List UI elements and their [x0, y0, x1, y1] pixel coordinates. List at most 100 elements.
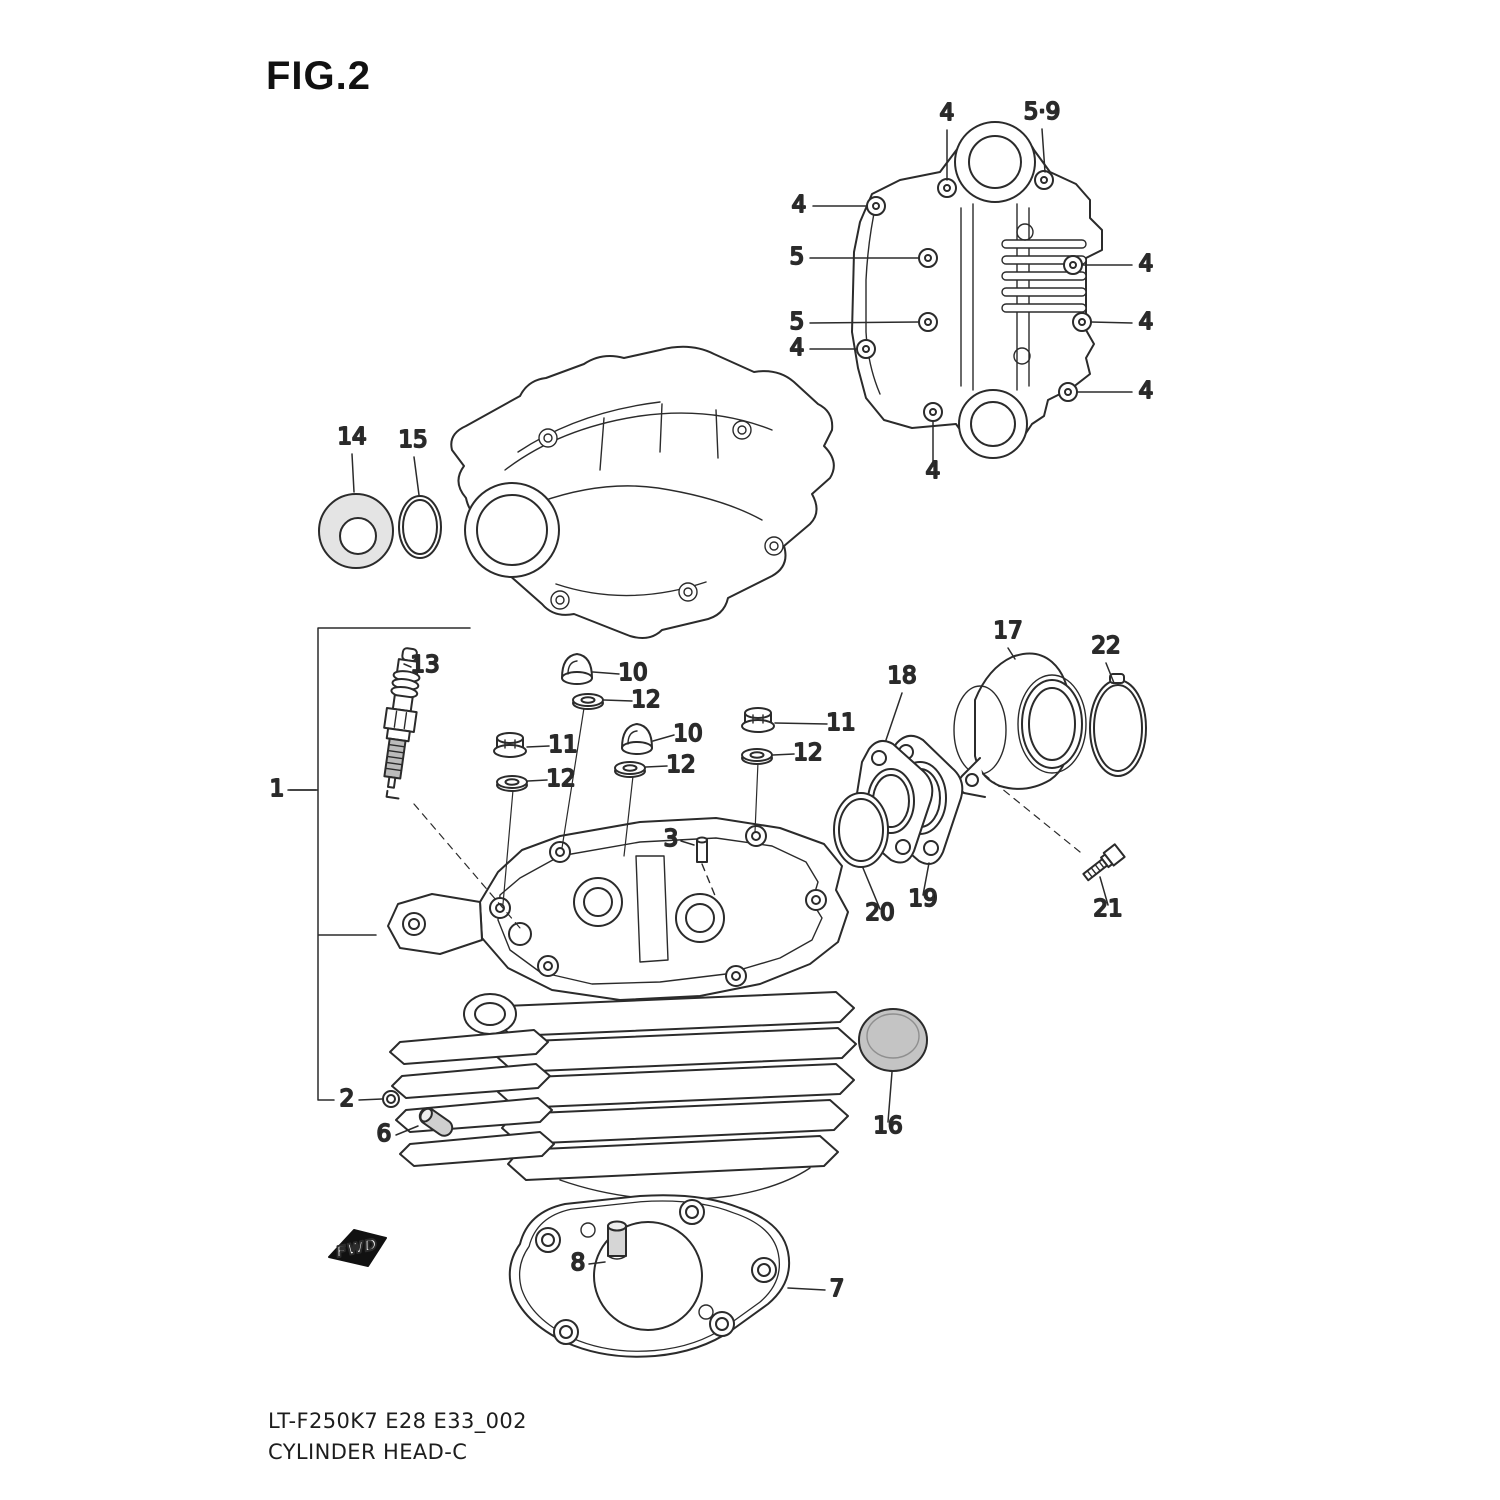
- callout-4-8: 4: [1139, 378, 1154, 404]
- callout-6-31: 6: [377, 1121, 392, 1147]
- callout-22-25: 22: [1091, 633, 1120, 659]
- callout-5-5: 5: [790, 309, 805, 335]
- callout-17-24: 17: [993, 618, 1022, 644]
- leader-line-5·9-1: [1041, 128, 1046, 173]
- callout-8-32: 8: [571, 1250, 586, 1276]
- callout-19-27: 19: [908, 886, 937, 912]
- part-code: LT-F250K7 E28 E33_002: [268, 1409, 527, 1433]
- cam-bore-top: [954, 121, 1036, 203]
- callout-5-3: 5: [790, 244, 805, 270]
- cover-port: [464, 482, 560, 578]
- washer-12c: [496, 775, 528, 792]
- head-gasket-7: [508, 1194, 790, 1358]
- callout-10-14: 10: [618, 660, 647, 686]
- leader-line-10-16: [652, 734, 675, 742]
- leader-line-11-18: [526, 745, 550, 748]
- leader-line-19-27: [922, 862, 930, 896]
- cylinder-head-body: [387, 817, 857, 1201]
- figure-name: CYLINDER HEAD-C: [268, 1440, 468, 1464]
- callout-12-19: 12: [546, 766, 575, 792]
- spark-plug-boss: [508, 922, 532, 946]
- intake-pipe-17: [953, 652, 1087, 798]
- callout-2-30: 2: [340, 1086, 355, 1112]
- o-ring-15: [398, 495, 442, 559]
- callout-4-2: 4: [792, 192, 807, 218]
- leader-line-12-17: [645, 765, 668, 768]
- assembly-bracket: [289, 627, 471, 1101]
- leader-line-12-21: [772, 753, 795, 756]
- leader-line-21-28: [1099, 876, 1109, 906]
- leader-line-6-31: [395, 1125, 419, 1136]
- callout-21-28: 21: [1093, 896, 1122, 922]
- leader-line-15-11: [413, 456, 420, 496]
- cap-ring-14: [318, 493, 394, 569]
- callout-4-9: 4: [926, 458, 941, 484]
- o-ring-2: [382, 1090, 400, 1108]
- callout-20-26: 20: [865, 900, 894, 926]
- leader-line-2-30: [358, 1098, 383, 1101]
- fwd-marker: FWD: [328, 1229, 387, 1267]
- cover-bolt-bosses: [538, 420, 784, 610]
- leader-line-12-15: [603, 699, 633, 702]
- flange-nut-11a: [493, 732, 527, 758]
- leader-line-20-26: [862, 867, 881, 910]
- bolt-guide-line: [984, 774, 1081, 853]
- spark-plug-13: [383, 647, 421, 800]
- leader-line-13-12: [403, 663, 412, 668]
- callout-11-20: 11: [826, 710, 855, 736]
- callout-4-7: 4: [790, 335, 805, 361]
- gasket-bore: [593, 1221, 703, 1331]
- leader-line-7-33: [787, 1287, 826, 1291]
- cap-nut-10b: [621, 723, 653, 755]
- callout-18-23: 18: [887, 663, 916, 689]
- callout-4-6: 4: [1139, 309, 1154, 335]
- head-bolt-holes: [489, 825, 827, 987]
- front-port: [463, 993, 517, 1035]
- cap-nut-10a: [561, 653, 593, 685]
- callout-7-33: 7: [830, 1276, 845, 1302]
- bolt-21: [1082, 843, 1126, 882]
- footer: LT-F250K7 E28 E33_002 CYLINDER HEAD-C: [268, 1406, 527, 1468]
- callout-1-13: 1: [270, 776, 285, 802]
- o-ring-20: [833, 792, 889, 868]
- washer-12b: [614, 761, 646, 778]
- leader-line-10-14: [592, 671, 620, 675]
- cylinder-head-top-view: [851, 121, 1103, 459]
- washer-12d: [741, 748, 773, 765]
- callout-15-11: 15: [398, 427, 427, 453]
- flange-nut-11b: [741, 707, 775, 733]
- callout-13-12: 13: [410, 652, 439, 678]
- callout-12-17: 12: [666, 752, 695, 778]
- cooling-fins-left: [389, 1029, 555, 1167]
- leader-line-3-22: [680, 840, 695, 846]
- callout-10-16: 10: [673, 721, 702, 747]
- leader-line-16-29: [887, 1071, 893, 1123]
- leader-line-12-19: [527, 779, 548, 782]
- callout-14-10: 14: [337, 424, 366, 450]
- stud-3: [696, 836, 717, 899]
- cooling-fins-right: [493, 991, 857, 1181]
- clamp-ring-22: [1089, 673, 1147, 777]
- leader-line-4-6: [1090, 321, 1133, 324]
- callout-16-29: 16: [873, 1113, 902, 1139]
- leader-line-17-24: [1007, 647, 1016, 660]
- leader-line-8-32: [588, 1261, 606, 1265]
- callout-5·9-1: 5·9: [1024, 99, 1061, 125]
- callout-11-18: 11: [548, 732, 577, 758]
- valve-cover: [450, 345, 835, 639]
- plug-cap-16: [858, 1008, 928, 1072]
- leader-line-5-5: [809, 321, 920, 324]
- callout-12-15: 12: [631, 687, 660, 713]
- spark-plug-guide-line: [413, 803, 521, 929]
- gasket-bolt-holes: [535, 1199, 777, 1345]
- washer-12a: [572, 693, 604, 710]
- callout-12-21: 12: [793, 740, 822, 766]
- leader-line-14-10: [351, 453, 355, 493]
- cam-bore-bottom: [958, 389, 1028, 459]
- leader-line-18-23: [885, 692, 903, 741]
- callout-3-22: 3: [664, 826, 679, 852]
- leader-line-11-20: [774, 722, 828, 725]
- leader-line-22-25: [1105, 662, 1115, 684]
- head-left-lug: [387, 893, 483, 955]
